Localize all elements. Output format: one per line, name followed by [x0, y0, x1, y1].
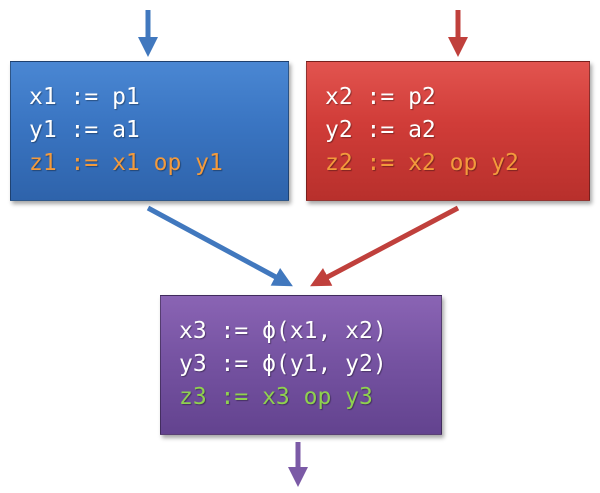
- block-merge-line-3: z3 := x3 op y3: [179, 384, 373, 410]
- block-merge-line-1: x3 := ϕ(x1, x2): [179, 318, 387, 344]
- block-merge-line-2: y3 := ϕ(y1, y2): [179, 351, 387, 377]
- block-right-line-3: z2 := x2 op y2: [325, 150, 519, 176]
- block-right-line-2: y2 := a2: [325, 117, 436, 143]
- block-left-line-2: y1 := a1: [29, 117, 140, 143]
- basic-block-right: x2 := p2 y2 := a2 z2 := x2 op y2: [306, 61, 590, 201]
- block-right-line-1: x2 := p2: [325, 84, 436, 110]
- basic-block-merge: x3 := ϕ(x1, x2) y3 := ϕ(y1, y2) z3 := x3…: [160, 295, 442, 435]
- block-left-line-3: z1 := x1 op y1: [29, 150, 223, 176]
- basic-block-left: x1 := p1 y1 := a1 z1 := x1 op y1: [10, 61, 289, 201]
- flow-arrow-left-to-merge: [146, 205, 293, 287]
- block-left-line-1: x1 := p1: [29, 84, 140, 110]
- flow-arrow-right-to-merge: [310, 205, 460, 287]
